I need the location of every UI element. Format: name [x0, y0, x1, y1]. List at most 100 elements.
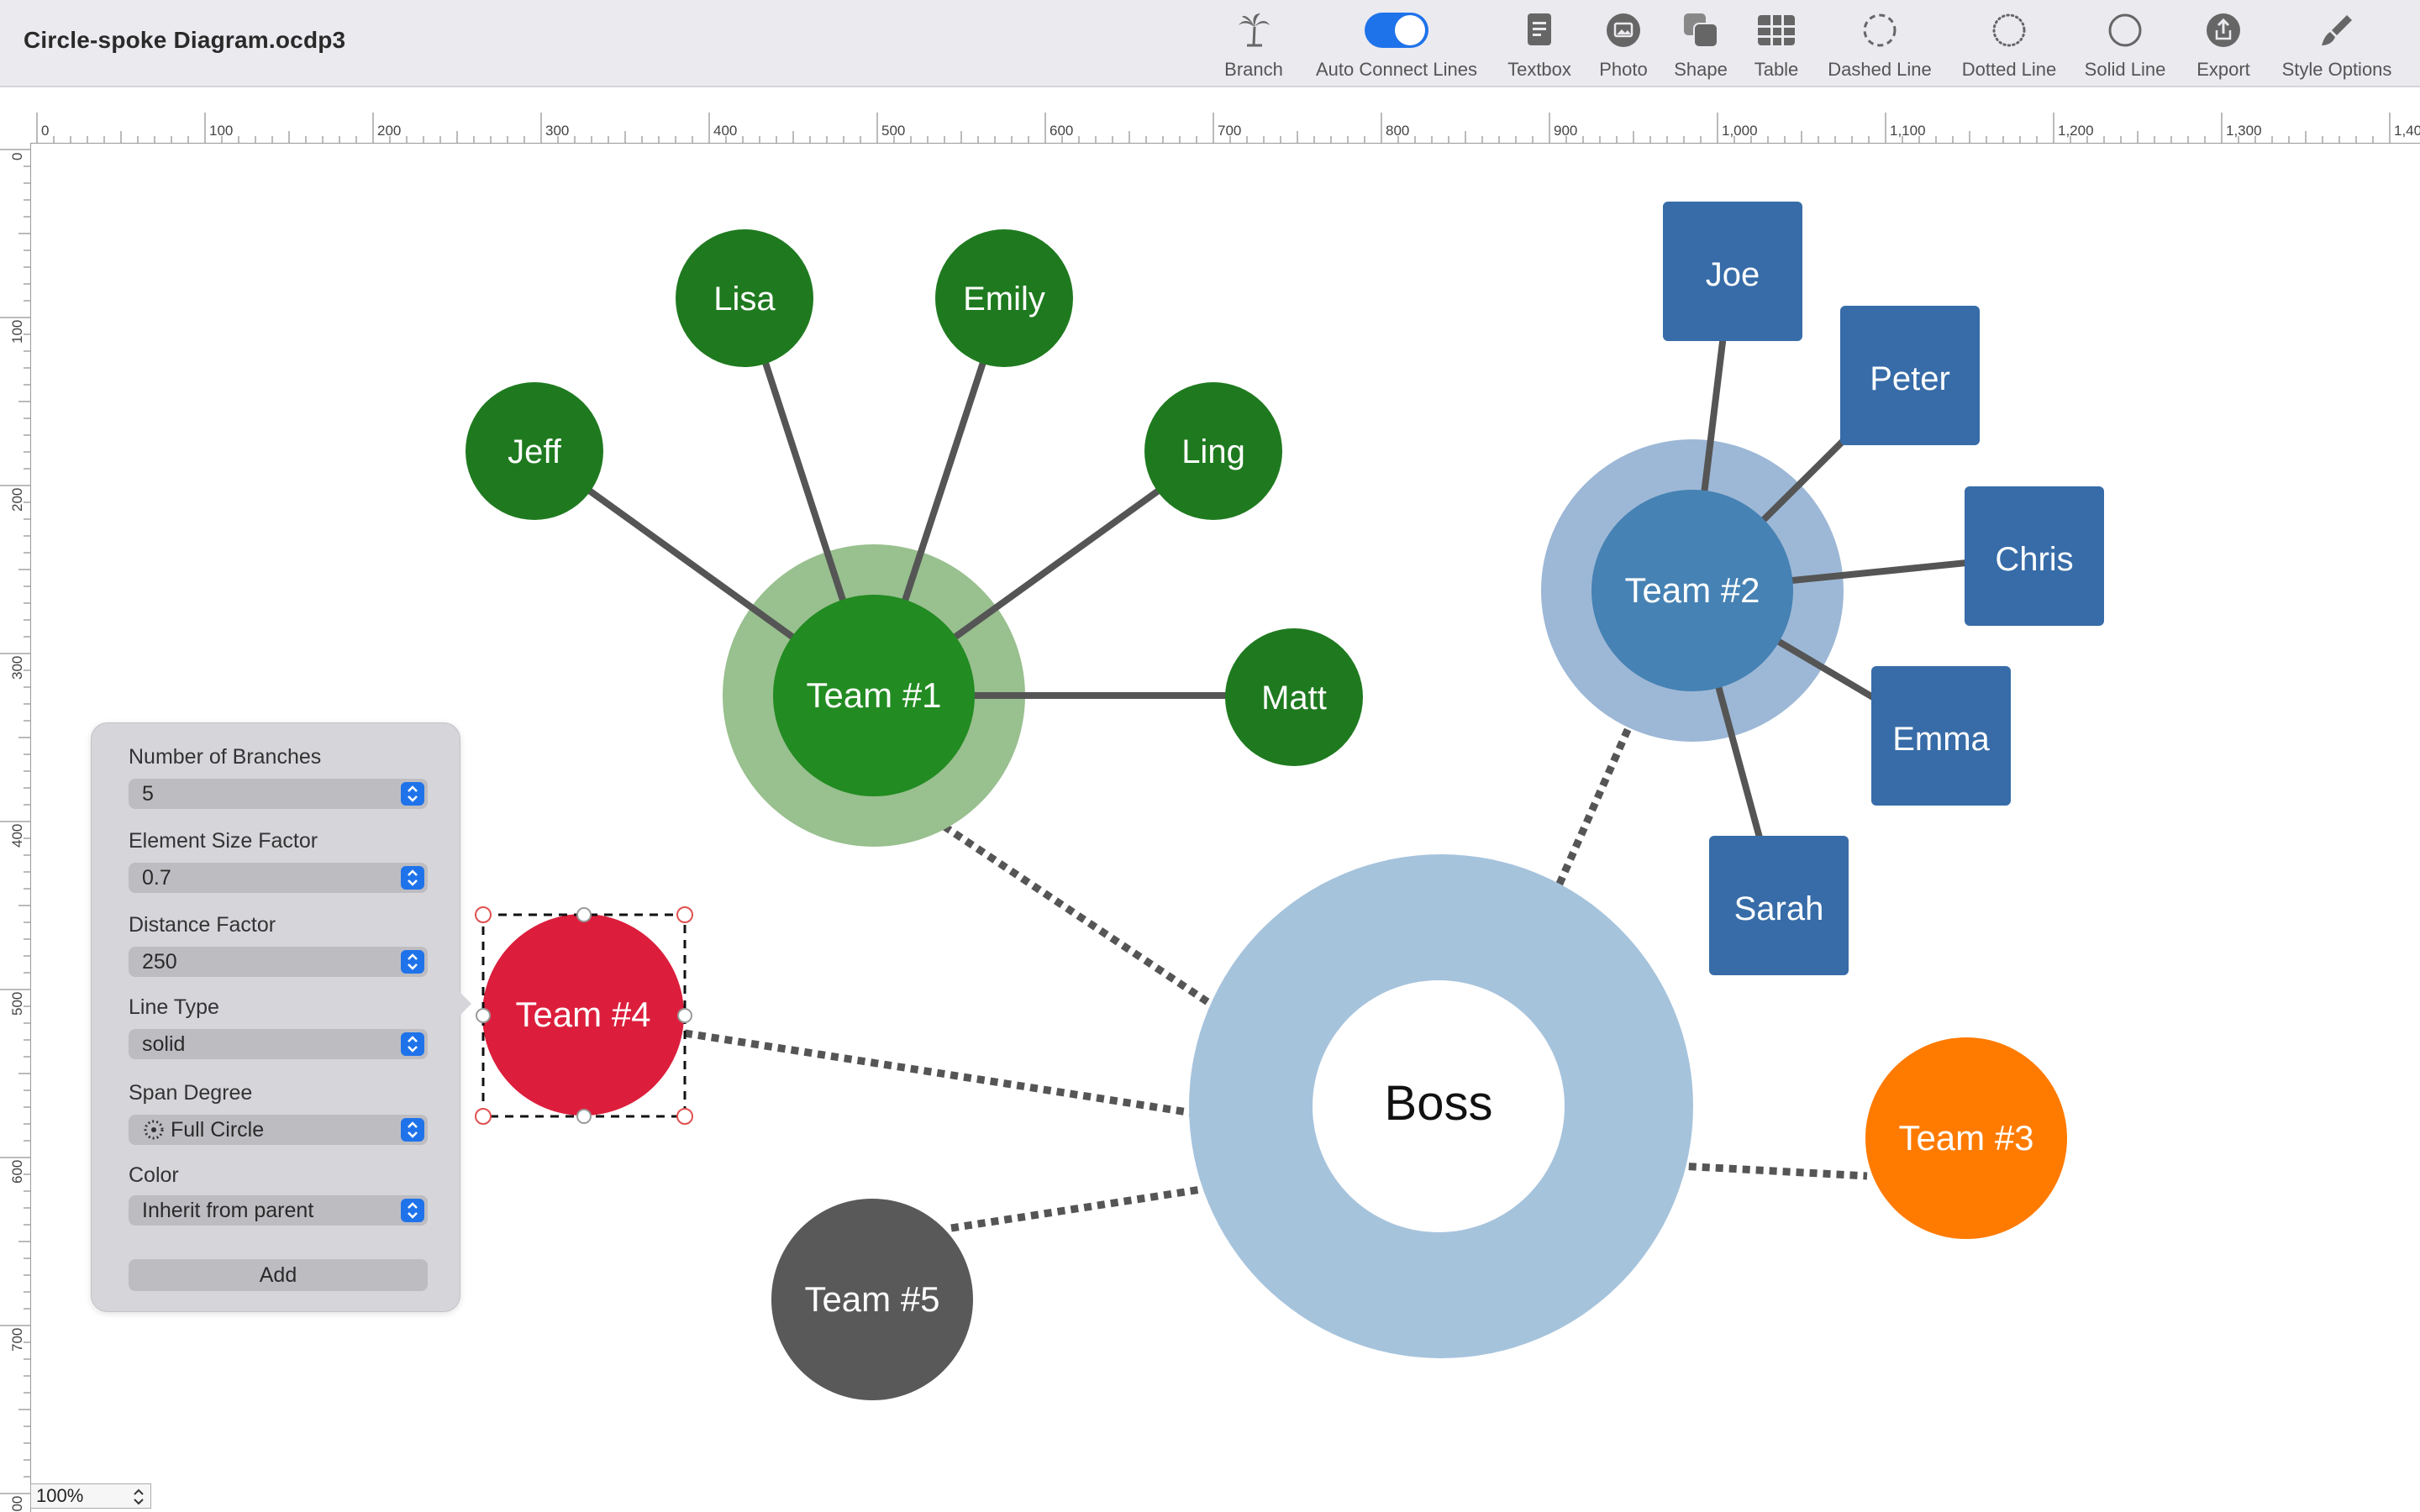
textbox-icon: [1528, 13, 1551, 45]
photo-label: Photo: [1599, 59, 1648, 80]
palm-tree-icon: [1239, 13, 1270, 47]
ruler-label: 200: [377, 123, 401, 139]
ruler-label: 700: [9, 1328, 25, 1352]
team4-label: Team #4: [515, 995, 650, 1034]
solid-line-label: Solid Line: [2084, 59, 2166, 80]
textbox-button[interactable]: Textbox: [1506, 12, 1573, 81]
svg-text:Emma: Emma: [1892, 721, 1990, 758]
distance-factor-select[interactable]: 250: [129, 947, 428, 977]
svg-text:Emily: Emily: [963, 281, 1045, 318]
svg-text:Lisa: Lisa: [713, 281, 776, 318]
export-label: Export: [2196, 59, 2250, 80]
team2-member-chris[interactable]: Chris: [1965, 486, 2104, 626]
style-options-label: Style Options: [2281, 59, 2392, 80]
team2-node[interactable]: Team #2: [1591, 490, 1793, 691]
line-type-select[interactable]: solid: [129, 1029, 428, 1059]
branch-button[interactable]: Branch: [1220, 12, 1287, 81]
style-options-button[interactable]: Style Options: [2274, 12, 2400, 81]
svg-text:Jeff: Jeff: [508, 433, 562, 470]
number-of-branches-select[interactable]: 5: [129, 779, 428, 809]
ruler-label: 100: [9, 320, 25, 344]
stepper-icon: [401, 950, 424, 974]
document-title: Circle-spoke Diagram.ocdp3: [24, 27, 346, 53]
ruler-label: 400: [713, 123, 737, 139]
branch-options-panel: Number of Branches 5 Element Size Factor…: [91, 722, 471, 1312]
distance-factor-label: Distance Factor: [129, 913, 276, 937]
element-size-factor-select[interactable]: 0.7: [129, 863, 428, 893]
dashed-circle-icon: [1863, 13, 1897, 47]
team2-member-peter[interactable]: Peter: [1840, 306, 1980, 445]
ruler-label: 0: [41, 123, 49, 139]
ruler-label: 200: [9, 488, 25, 512]
dotted-line-label: Dotted Line: [1961, 59, 2057, 80]
ruler-label: 1,300: [2226, 123, 2262, 139]
team2-member-emma[interactable]: Emma: [1871, 666, 2011, 806]
boss-node[interactable]: Boss: [1189, 854, 1693, 1358]
team3-label: Team #3: [1898, 1118, 2033, 1158]
ruler-label: 500: [881, 123, 905, 139]
zoom-select[interactable]: 100%: [30, 1483, 151, 1509]
svg-text:Joe: Joe: [1706, 256, 1760, 293]
ruler-label: 300: [545, 123, 569, 139]
add-button[interactable]: Add: [129, 1259, 428, 1291]
connector-team3-boss[interactable]: [1554, 1155, 1868, 1180]
shape-label: Shape: [1674, 59, 1728, 80]
branch-label: Branch: [1224, 59, 1283, 80]
span-degree-select[interactable]: Full Circle: [129, 1115, 428, 1145]
ruler-label: 700: [1218, 123, 1241, 139]
team2-member-sarah[interactable]: Sarah: [1709, 836, 1849, 975]
svg-text:Chris: Chris: [1995, 541, 2073, 578]
line-type-label: Line Type: [129, 995, 219, 1019]
brush-icon: [2322, 15, 2352, 45]
auto-connect-lines-label: Auto Connect Lines: [1315, 59, 1478, 80]
team1-node[interactable]: Team #1: [773, 595, 975, 796]
team3-node[interactable]: Team #3: [1865, 1037, 2067, 1239]
team1-member-ling[interactable]: Ling: [1144, 382, 1282, 520]
boss-label: Boss: [1385, 1076, 1493, 1131]
connector-team2-boss[interactable]: [1504, 679, 1654, 1001]
team1-member-lisa[interactable]: Lisa: [676, 229, 813, 367]
photo-button[interactable]: Photo: [1590, 12, 1657, 81]
resize-handle-bottom-right: [676, 1108, 693, 1125]
team1-member-jeff[interactable]: Jeff: [466, 382, 603, 520]
color-select[interactable]: Inherit from parent: [129, 1195, 428, 1226]
team1-member-matt[interactable]: Matt: [1225, 628, 1363, 766]
team2-label: Team #2: [1624, 570, 1760, 610]
stepper-icon: [401, 1118, 424, 1142]
team2-member-joe[interactable]: Joe: [1663, 202, 1802, 341]
ruler-label: 1,40: [2394, 123, 2420, 139]
selection-handles[interactable]: [475, 906, 693, 1125]
table-button[interactable]: Table: [1743, 12, 1810, 81]
team4-node[interactable]: Team #4: [482, 914, 684, 1116]
export-button[interactable]: Export: [2190, 12, 2257, 81]
resize-handle-top-left: [475, 906, 492, 923]
dotted-line-button[interactable]: Dotted Line: [1954, 12, 2064, 81]
full-circle-dots-icon: [144, 1120, 164, 1140]
toggle-switch-icon: [1365, 13, 1428, 48]
auto-connect-lines-toggle[interactable]: Auto Connect Lines: [1313, 12, 1481, 81]
ruler-label: 800: [1386, 123, 1409, 139]
ruler-label: 0: [9, 153, 25, 160]
ruler-label: 1,100: [1890, 123, 1926, 139]
team5-node[interactable]: Team #5: [771, 1199, 973, 1400]
solid-line-button[interactable]: Solid Line: [2079, 12, 2171, 81]
connector-team1-boss[interactable]: [897, 793, 1318, 1077]
dotted-circle-icon: [1992, 13, 2026, 47]
resize-handle-bottom: [576, 1109, 592, 1124]
resize-handle-top: [576, 907, 592, 922]
stepper-icon: [401, 782, 424, 806]
dashed-line-button[interactable]: Dashed Line: [1825, 12, 1934, 81]
ruler-label: 1,200: [2058, 123, 2094, 139]
ruler-label: 100: [209, 123, 233, 139]
toolbar: Circle-spoke Diagram.ocdp3 Branch Auto C…: [0, 0, 2420, 87]
shape-button[interactable]: Shape: [1667, 12, 1734, 81]
ruler-label: 900: [1554, 123, 1577, 139]
textbox-label: Textbox: [1507, 59, 1571, 80]
ruler-label: 800: [9, 1496, 25, 1512]
ruler-label: 600: [1050, 123, 1073, 139]
solid-circle-icon: [2108, 13, 2142, 47]
resize-handle-left: [476, 1008, 491, 1023]
team1-member-emily[interactable]: Emily: [935, 229, 1073, 367]
